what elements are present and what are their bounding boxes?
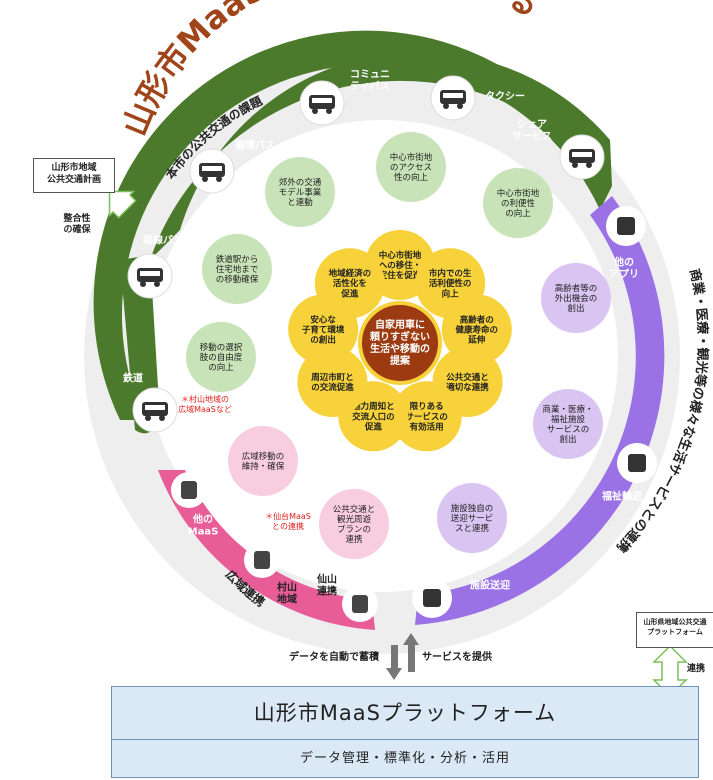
transport-label-2: シェアサービス <box>512 119 552 143</box>
wide-area-label-2: 仙山連携 <box>317 573 337 598</box>
center-circle <box>358 301 442 385</box>
flow-down-label: データを自動で蓄積 <box>289 652 379 663</box>
service-label-2: 施設送迎 <box>470 579 510 592</box>
petal-text-8: 地域経済の活性化を促進 <box>329 268 372 299</box>
outer-bubble-1: 中心市街地の利便性の向上 <box>483 168 553 238</box>
maas-platform: 山形市MaaSプラットフォーム データ管理・標準化・分析・活用 <box>111 686 699 778</box>
right-link-note: 連携 <box>686 664 705 674</box>
center-text: 自家用車に頼りすぎない生活や移動の提案 <box>369 318 430 367</box>
transport-2: シェアサービス <box>512 119 605 180</box>
service-label-1: 福祉輸送 <box>601 490 643 503</box>
outer-bubble-text-2: 高齢者等の外出機会の創出 <box>555 283 598 314</box>
left-plan-box: 山形市地域 公共交通計画 <box>33 158 115 193</box>
red-note-sendai: ＊仙台MaaS との連携 <box>265 512 311 531</box>
outer-bubble-text-8: 鉄道駅から住宅地までの移動確保 <box>216 254 259 285</box>
petal-text-1: 市内での生活利便性の向上 <box>429 268 472 299</box>
platform-subtitle: データ管理・標準化・分析・活用 <box>299 751 510 766</box>
outer-bubble-9: 郊外の交通モデル事業と連動 <box>265 157 335 227</box>
transport-3: 循環バス <box>189 139 275 194</box>
transport-label-4: 路線バス <box>143 234 183 247</box>
transport-5: 鉄道 <box>123 372 178 433</box>
outer-bubble-text-7: 移動の選択肢の自由度の向上 <box>200 342 243 373</box>
petal-2: 高齢者の健康寿命の延伸 <box>441 294 512 365</box>
service-0: 他のアプリ <box>606 206 646 280</box>
flow-up-label: サービスを提供 <box>422 652 492 663</box>
wide-area-1: 村山地域 <box>244 542 297 605</box>
left-consistency-note: 整合性 の確保 <box>63 214 91 235</box>
petal-text-2: 高齢者の健康寿命の延伸 <box>456 314 499 345</box>
wide-area-2: 仙山連携 <box>317 573 378 622</box>
outer-bubble-4: 施設独自の送迎サービスと連携 <box>437 483 507 553</box>
outer-bubble-text-6: 広域移動の維持・確保 <box>242 451 285 472</box>
outer-bubble-text-4: 施設独自の送迎サービスと連携 <box>451 503 494 534</box>
outer-bubble-0: 中心市街地のアクセス性の向上 <box>376 132 446 202</box>
transport-label-3: 循環バス <box>235 139 275 152</box>
wide-area-label-1: 村山地域 <box>277 581 297 606</box>
outer-bubble-text-5: 公共交通と観光周遊プランの連携 <box>333 504 376 545</box>
transport-4: 路線バス <box>127 234 183 299</box>
petal-text-0: 中心市街地への移住・定住を促進 <box>378 250 422 281</box>
petal-text-5: 魅力周知と交流人口の促進 <box>352 401 395 432</box>
transport-0: コミュニティバス <box>299 69 390 126</box>
outer-bubble-7: 移動の選択肢の自由度の向上 <box>186 322 256 392</box>
service-label-0: 他のアプリ <box>609 256 639 281</box>
outer-bubble-text-3: 商業・医療・福祉施設サービスの創出 <box>542 404 593 445</box>
petal-text-7: 安心な子育て環境の創出 <box>302 314 345 345</box>
outer-bubble-6: 広域移動の維持・確保 <box>228 426 298 496</box>
outer-bubble-2: 高齢者等の外出機会の創出 <box>541 263 611 333</box>
petal-text-6: 周辺市町との交流促進 <box>311 372 354 393</box>
outer-bubble-5: 公共交通と観光周遊プランの連携 <box>319 489 389 559</box>
red-note-murayama: ＊村山地域の 広域MaaSなど <box>178 395 232 414</box>
petal-8: 地域経済の活性化を促進 <box>314 248 385 319</box>
petal-4: 限りあるサービスの有効活用 <box>391 381 462 452</box>
left-double-arrow <box>108 190 137 219</box>
outer-bubble-3: 商業・医療・福祉施設サービスの創出 <box>533 389 603 459</box>
petal-text-3: 公共交通と適切な連携 <box>446 372 489 393</box>
right-platform-box: 山形県地域公共交通 プラットフォーム <box>636 612 713 648</box>
service-1: 福祉輸送 <box>601 443 657 503</box>
transport-1: タクシー <box>430 75 525 121</box>
purple-band <box>415 196 665 625</box>
transport-label-0: コミュニティバス <box>350 69 390 93</box>
petal-6: 周辺市町との交流促進 <box>297 347 368 417</box>
outer-bubble-text-1: 中心市街地の利便性の向上 <box>497 188 540 219</box>
service-2: 施設送迎 <box>412 578 510 618</box>
transport-label-1: タクシー <box>485 91 525 103</box>
outer-bubble-text-9: 郊外の交通モデル事業と連動 <box>279 177 322 208</box>
data-flow-arrows <box>386 633 419 680</box>
outer-bubble-text-0: 中心市街地のアクセス性の向上 <box>390 152 433 183</box>
transport-label-5: 鉄道 <box>123 372 143 385</box>
platform-title: 山形市MaaSプラットフォーム <box>112 687 698 740</box>
outer-bubble-8: 鉄道駅から住宅地までの移動確保 <box>202 234 272 304</box>
petal-text-4: 限りあるサービスの有効活用 <box>405 402 448 432</box>
